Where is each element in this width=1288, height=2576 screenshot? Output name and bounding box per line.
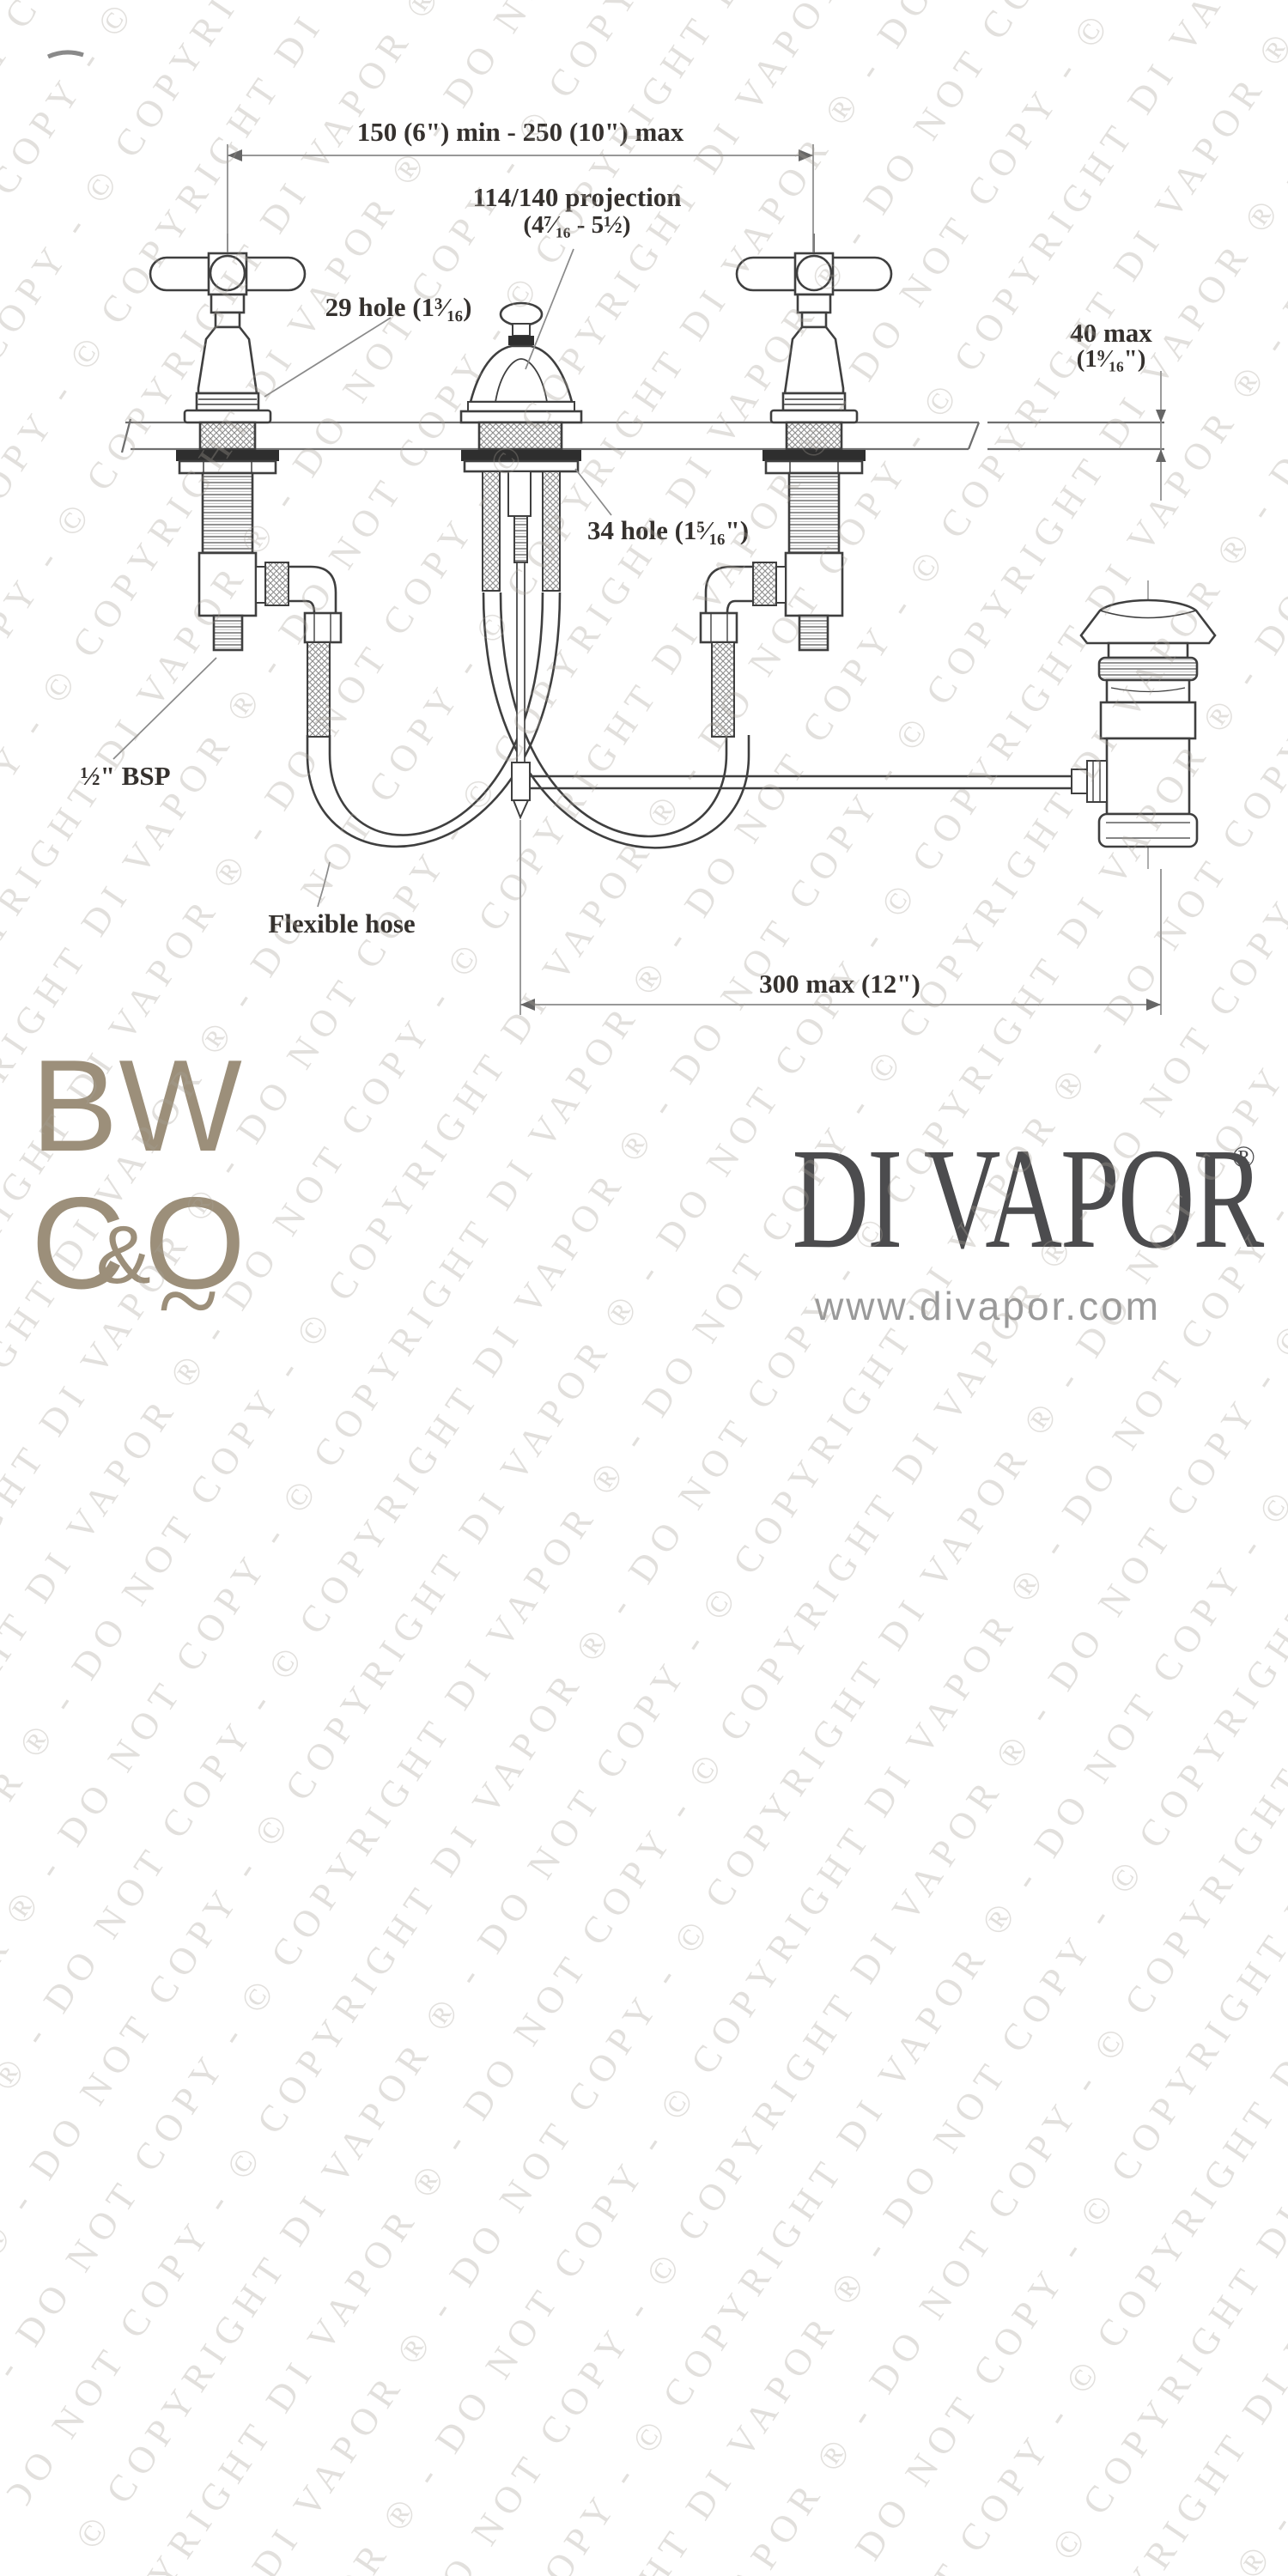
left-pillar-tap — [149, 234, 343, 738]
pop-up-waste — [1071, 580, 1217, 869]
flexible-hoses — [306, 592, 750, 849]
registered-trademark-symbol: ® — [1231, 1139, 1255, 1174]
label-40-max-1: 40 max — [1070, 318, 1152, 348]
label-34-hole: 34 hole (1⁵⁄₁₆") — [586, 515, 750, 545]
label-projection-1: 114/140 projection — [472, 182, 682, 212]
bwco-logo: BW C&O ~ — [31, 1033, 246, 1357]
bwco-swash: ~ — [158, 1239, 219, 1363]
label-300-max: 300 max (12") — [759, 969, 920, 999]
bwco-logo-bw: BW — [31, 1033, 243, 1179]
bwco-letter-c: C — [31, 1170, 125, 1316]
bwco-ampersand: & — [95, 1209, 151, 1301]
right-pillar-tap — [699, 232, 893, 738]
divapor-logo: DI VAPOR ® www.divapor.com — [627, 1119, 1264, 1329]
divapor-wordmark: DI VAPOR — [792, 1119, 1264, 1279]
leader-lines — [112, 248, 612, 908]
dimension-lines — [227, 144, 1166, 1015]
center-spout-popup — [459, 301, 583, 820]
bwco-letter-o: O — [143, 1170, 246, 1316]
label-29-hole: 29 hole (1³⁄₁₆) — [325, 292, 472, 322]
pop-up-linkage-rod — [530, 775, 1072, 790]
divapor-url: www.divapor.com — [815, 1284, 1161, 1328]
label-flexible-hose: Flexible hose — [268, 908, 416, 939]
faucet-technical-diagram — [46, 50, 1217, 1015]
label-half-bsp: ½" BSP — [80, 761, 171, 791]
scan-artifact-mark — [46, 50, 84, 59]
counter-deck — [120, 418, 1164, 453]
label-projection-2: (4⁷⁄₁₆ - 5½) — [523, 211, 631, 239]
bwco-logo-co: C&O — [31, 1178, 246, 1309]
label-center-spacing: 150 (6") min - 250 (10") max — [356, 117, 684, 147]
label-40-max-2: (1⁹⁄₁₆") — [1076, 345, 1146, 373]
